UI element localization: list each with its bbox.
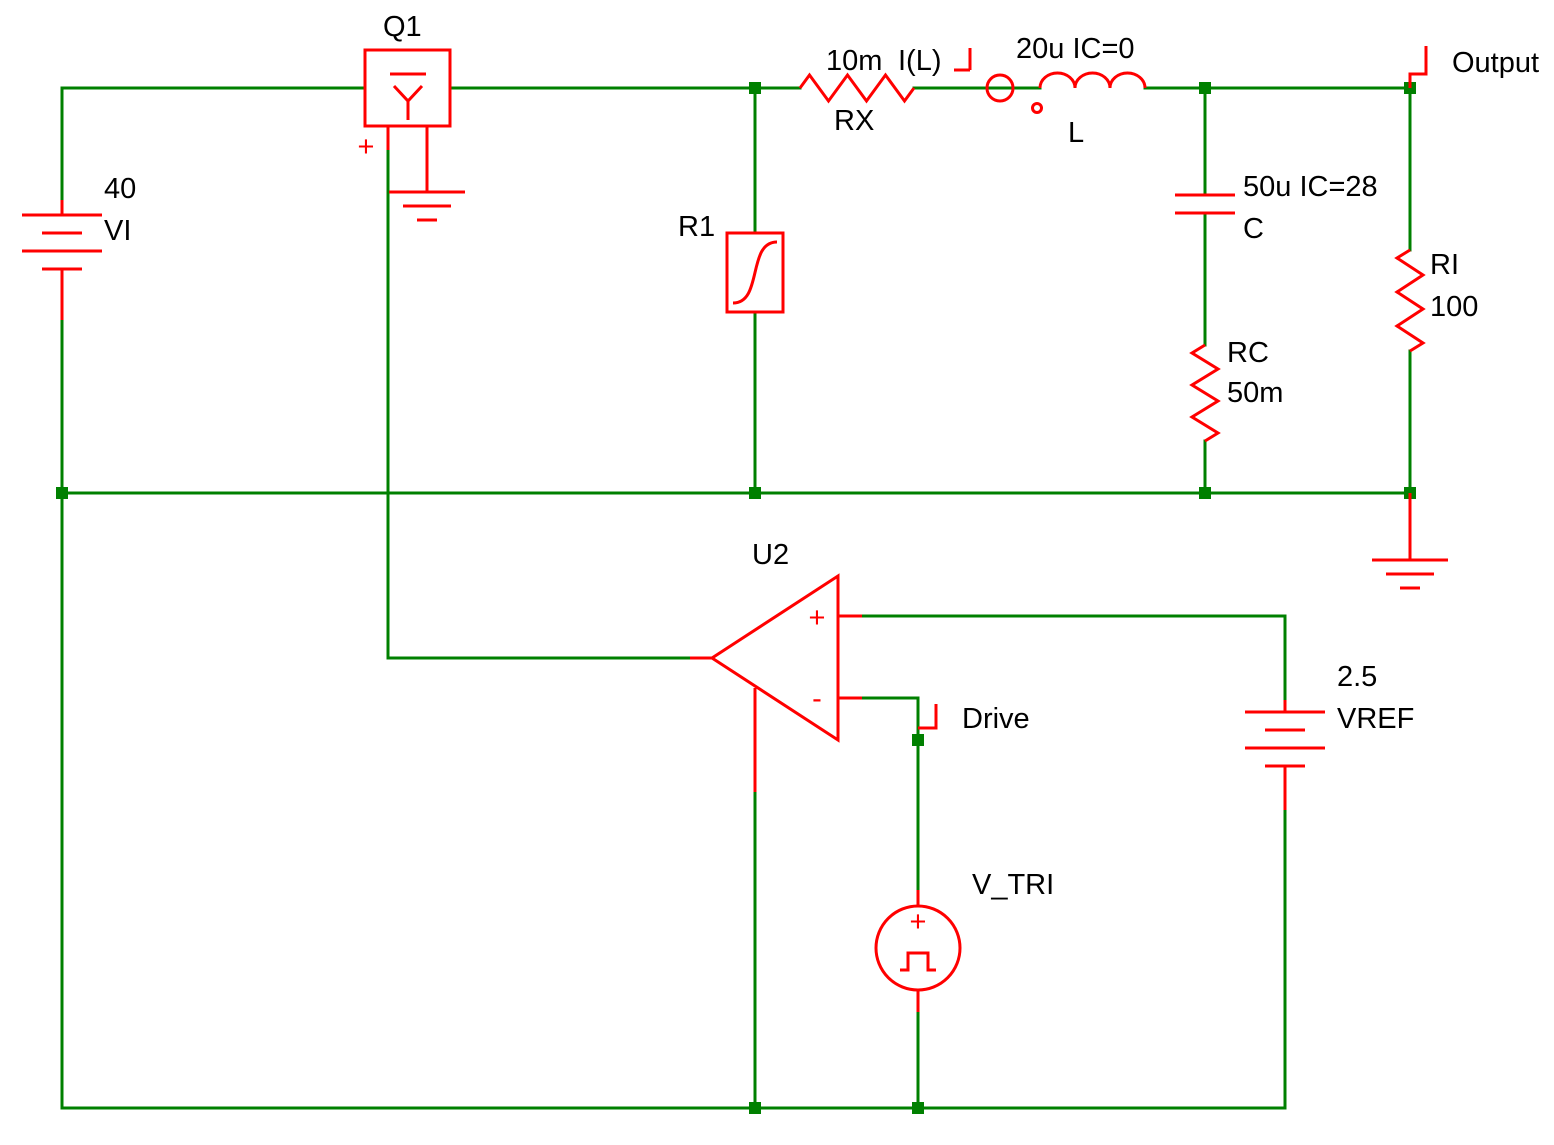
junction (1199, 487, 1211, 499)
output-flag-label: Output (1452, 47, 1539, 79)
junction (749, 82, 761, 94)
vref-ref-label: VREF (1337, 703, 1414, 735)
rx-value-label: 10m (826, 45, 882, 77)
resistor-zigzag (1189, 343, 1221, 443)
component-l-inductor[interactable]: 20u IC=0 L (1016, 33, 1147, 149)
inductor-phase-dot (1031, 102, 1043, 114)
component-rx-resistor[interactable]: 10m RX (798, 45, 916, 137)
switch-glyph (390, 72, 426, 120)
component-vref-source[interactable]: 2.5 VREF (1245, 661, 1414, 810)
vi-ref-label: VI (104, 215, 131, 247)
vtri-plus-mark: + (910, 906, 927, 938)
rx-ref-label: RX (834, 105, 874, 137)
component-vi-source[interactable]: 40 VI (22, 173, 136, 320)
c-ref-label: C (1243, 213, 1264, 245)
wire-net (60, 86, 1412, 1110)
junction (749, 487, 761, 499)
r1-curve-glyph (732, 240, 778, 305)
component-rc-resistor[interactable]: RC 50m (1189, 337, 1283, 443)
switch-pins (386, 126, 429, 192)
opamp-triangle (709, 573, 840, 743)
junction (1199, 82, 1211, 94)
probe-circle-icon (985, 73, 1015, 103)
junction-dots (56, 82, 1416, 1114)
inductor-coils (1038, 71, 1147, 89)
rc-value-label: 50m (1227, 377, 1283, 409)
q1-plus-mark: + (358, 131, 375, 163)
r1-ref-label: R1 (678, 211, 715, 243)
component-u2-comparator[interactable]: + - U2 (690, 539, 862, 792)
battery-symbol (1245, 700, 1325, 810)
output-flag-icon (1408, 46, 1428, 88)
q1-ref-label: Q1 (383, 11, 422, 43)
vi-value-label: 40 (104, 173, 136, 205)
u2-ref-label: U2 (752, 539, 789, 571)
vtri-ref-label: V_TRI (972, 869, 1054, 901)
opamp-pins (690, 614, 862, 792)
probe-flag-icon (954, 48, 972, 72)
u2-minus-input-mark: - (812, 683, 822, 715)
vref-value-label: 2.5 (1337, 661, 1377, 693)
resistor-zigzag (798, 72, 916, 104)
flag-output[interactable]: Output (1408, 46, 1539, 88)
junction (749, 1102, 761, 1114)
junction (912, 734, 924, 746)
ri-ref-label: RI (1430, 249, 1459, 281)
component-vtri-source[interactable]: + V_TRI (874, 869, 1054, 1012)
c-value-label: 50u IC=28 (1243, 171, 1378, 203)
component-q1-switch[interactable]: + Q1 (358, 11, 452, 192)
il-probe-label: I(L) (898, 45, 942, 77)
flag-drive[interactable]: Drive (918, 703, 1030, 735)
vtri-pulse-glyph (900, 951, 936, 972)
u2-plus-input-mark: + (809, 602, 826, 634)
rc-ref-label: RC (1227, 337, 1269, 369)
capacitor-plates (1175, 193, 1235, 215)
l-ref-label: L (1068, 117, 1084, 149)
vtri-circle (874, 904, 962, 992)
component-r1-resistor[interactable]: R1 (678, 211, 785, 314)
battery-symbol (22, 200, 102, 320)
drive-flag-label: Drive (962, 703, 1030, 735)
l-value-label: 20u IC=0 (1016, 33, 1135, 65)
ground-symbol-output (1372, 493, 1448, 590)
current-probe-il[interactable]: I(L) (898, 45, 1015, 103)
resistor-zigzag (1394, 248, 1426, 353)
drive-flag-icon (918, 704, 938, 730)
ground-symbol-q1 (389, 190, 465, 222)
junction (56, 487, 68, 499)
ri-value-label: 100 (1430, 291, 1478, 323)
junction (912, 1102, 924, 1114)
component-c-capacitor[interactable]: 50u IC=28 C (1175, 171, 1378, 245)
component-ri-resistor[interactable]: RI 100 (1394, 248, 1478, 353)
